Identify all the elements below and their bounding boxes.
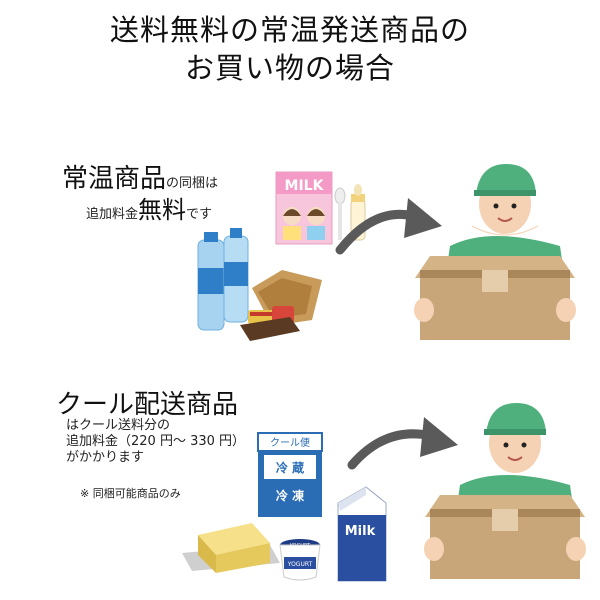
milk-carton-icon: MILK — [275, 171, 333, 245]
water-bottle-icon — [197, 228, 249, 331]
snack-icon — [240, 270, 322, 341]
room-temp-heading-small: の同梱は — [166, 176, 219, 191]
cool-sticker-mid: 冷 蔵 — [276, 460, 304, 475]
cool-heading: クール配送商品 — [56, 390, 239, 420]
cool-illustration: クール便 冷 蔵 冷 凍 YOGURT YOGURT Milk — [182, 403, 586, 582]
cool-sticker-top: クール便 — [270, 436, 310, 449]
room-temp-heading: 常温商品の同梱は — [62, 158, 218, 195]
cool-note: ※ 同梱可能商品のみ — [80, 487, 181, 500]
delivery-person-icon — [424, 403, 586, 579]
cool-sticker-icon: クール便 冷 蔵 冷 凍 — [257, 432, 323, 517]
milk-carton-text: MILK — [285, 178, 325, 194]
delivery-person-icon — [414, 164, 576, 340]
room-temp-sub-suffix: です — [186, 207, 213, 222]
milk-carton-blue-icon: Milk — [337, 486, 387, 582]
butter-icon — [182, 523, 280, 573]
room-temp-heading-big: 常温商品 — [62, 164, 167, 194]
arrow-icon — [335, 198, 442, 255]
room-temp-sub-big: 無料 — [138, 196, 187, 224]
room-temp-sub-prefix: 追加料金 — [86, 207, 139, 222]
milk-label: Milk — [345, 524, 376, 539]
yogurt-label: YOGURT — [287, 561, 313, 568]
cool-desc-line3: がかかります — [66, 450, 145, 465]
arrow-icon — [347, 417, 458, 470]
cool-sticker-bot: 冷 凍 — [276, 488, 305, 503]
room-temp-sub: 追加料金無料です — [86, 190, 212, 225]
room-temp-illustration: MILK — [197, 164, 576, 341]
page-title-line1: 送料無料の常温発送商品の — [109, 13, 470, 47]
cool-desc-line1: はクール送料分の — [66, 418, 171, 433]
page-title-line2: お買い物の場合 — [184, 51, 395, 85]
cool-desc-line2: 追加料金（220 円～ 330 円） — [66, 434, 246, 449]
yogurt-icon: YOGURT YOGURT — [279, 539, 321, 581]
